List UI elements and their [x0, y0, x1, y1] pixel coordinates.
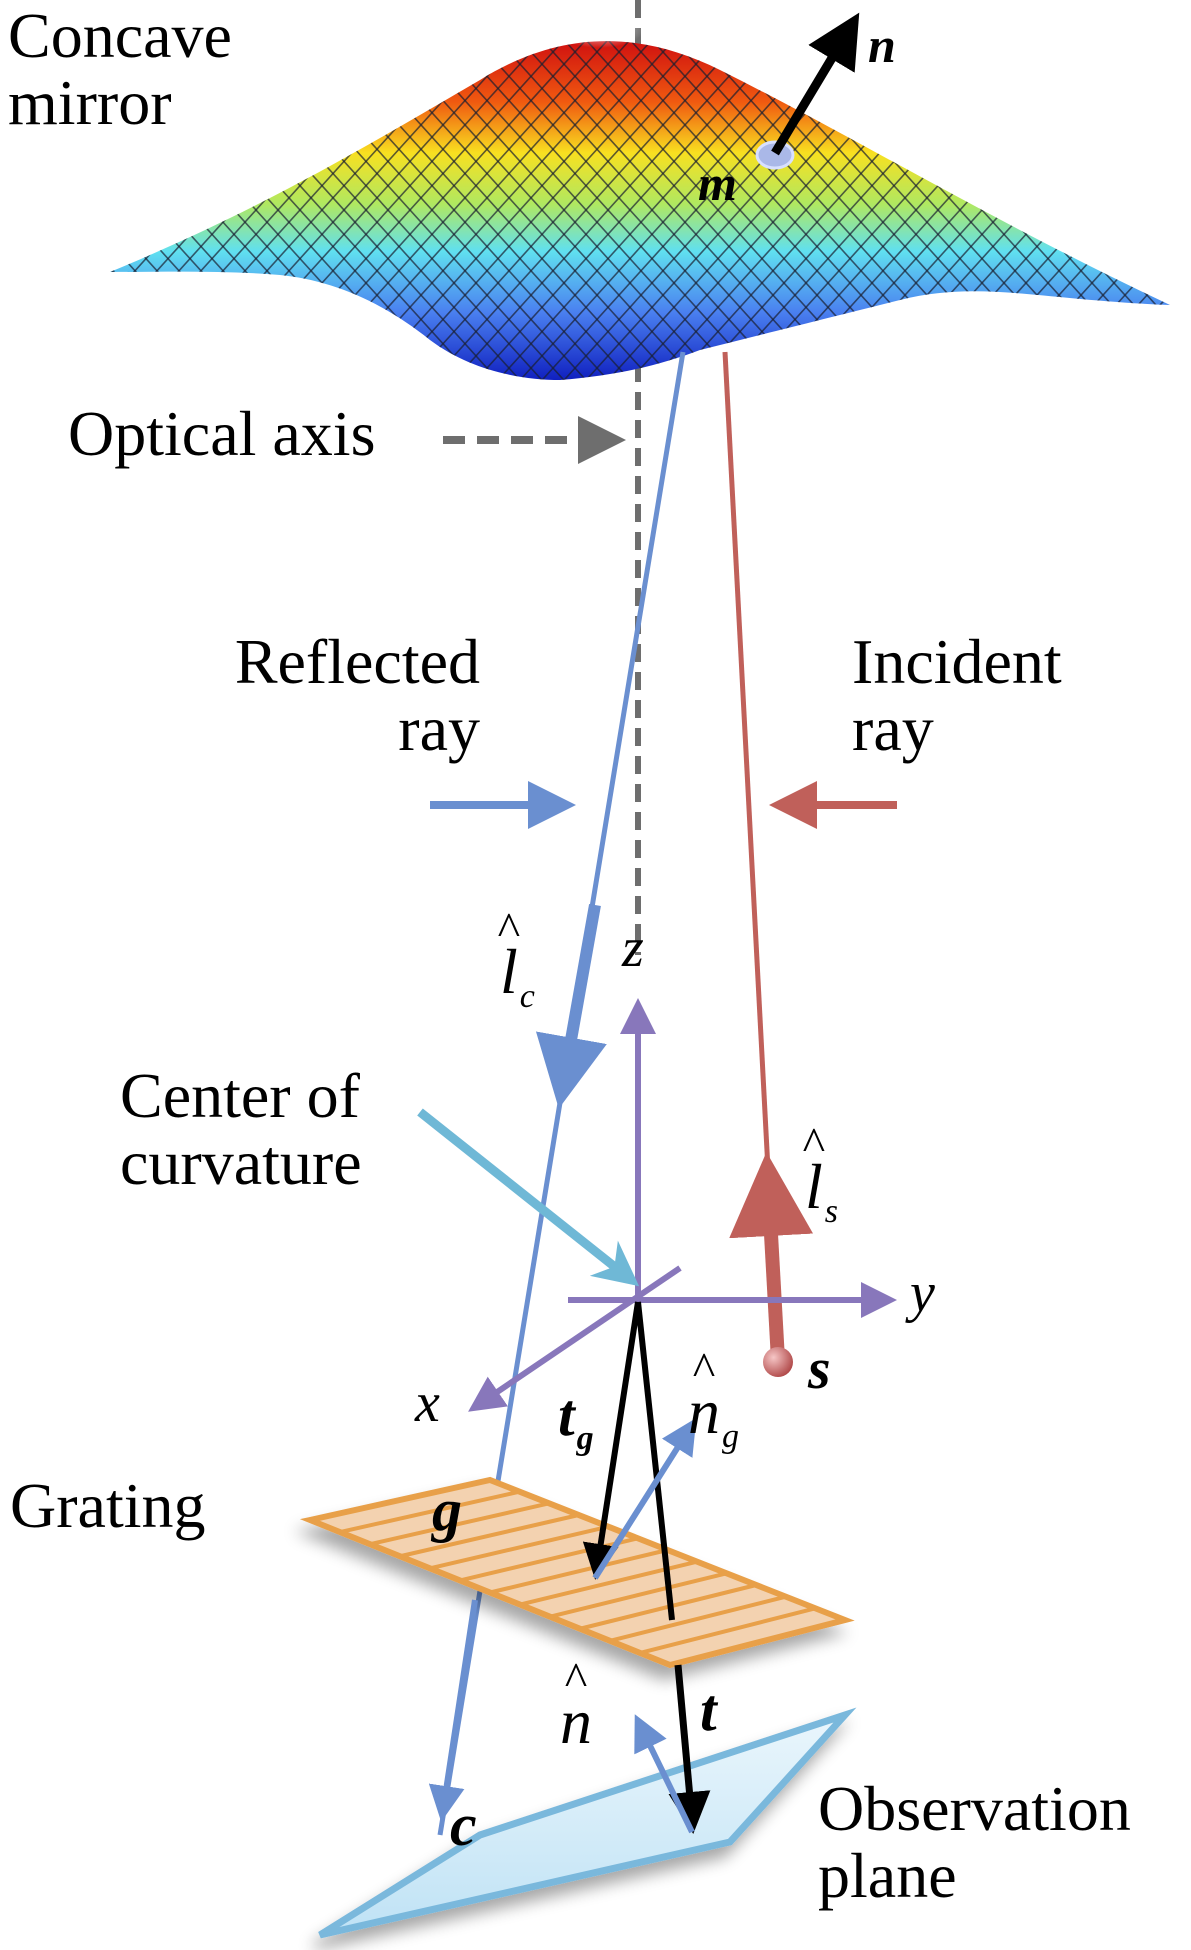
mesh-line [1143, 41, 1170, 380]
mesh-line [989, 41, 1170, 380]
mesh-line [0, 0, 6, 420]
symbol-l-c-subscript: c [519, 978, 535, 1015]
label-grating: Grating [10, 1470, 206, 1541]
label-reflected-ray-line1: Reflected [234, 626, 480, 697]
grating-ruling [369, 1501, 550, 1547]
label-concave-mirror: Concave mirror [8, 0, 232, 139]
label-center-of-curvature: Center of curvature [120, 1060, 362, 1199]
mesh-line [1165, 41, 1170, 380]
hat-glyph: ^ [564, 1653, 588, 1706]
label-observation-plane: Observation plane [818, 1773, 1131, 1912]
mesh-line [1121, 41, 1170, 380]
label-incident-ray: Incident ray [852, 626, 1062, 765]
observation-normal-n [634, 1714, 695, 1834]
symbol-l-hat-s: l^ s [803, 1121, 838, 1229]
reflected-ray-to-c [428, 1599, 478, 1822]
x-axis [468, 1265, 682, 1412]
symbol-n-hat: n^ [560, 1656, 592, 1754]
symbol-g: g [432, 1477, 462, 1543]
point-m-marker [755, 140, 795, 170]
mesh-line [0, 0, 6, 420]
grating-ruling [339, 1489, 521, 1535]
symbol-t: t [700, 1677, 717, 1743]
label-center-of-curvature-line2: curvature [120, 1127, 362, 1199]
label-reflected-ray: Reflected ray [190, 626, 480, 765]
mesh-line [1033, 41, 1170, 380]
mesh-line [1143, 41, 1170, 380]
symbol-t-g: tg [558, 1382, 594, 1456]
symbol-z: z [622, 917, 644, 979]
vector-t [668, 1664, 711, 1834]
mesh-line [967, 41, 1170, 380]
symbol-l-s-base: l [805, 1151, 823, 1222]
symbol-n-g-base: n [688, 1376, 720, 1447]
incident-ray-direction-vector [729, 1152, 814, 1361]
symbol-t-g-base: t [558, 1382, 575, 1448]
reflected-ray-direction-vector [535, 903, 607, 1109]
mesh-line [395, 41, 777, 380]
grating-ruling [609, 1594, 787, 1643]
grating-ruling [489, 1548, 668, 1595]
normal-vector-n [771, 12, 860, 156]
mesh-line [1055, 41, 1170, 380]
hat-glyph: ^ [802, 1118, 826, 1171]
label-concave-mirror-line1: Concave [8, 0, 232, 71]
label-incident-ray-line2: ray [852, 693, 934, 765]
mesh-line [1099, 41, 1170, 380]
mesh-line [1121, 41, 1170, 380]
symbol-x: x [415, 1372, 440, 1434]
symbol-y: y [910, 1262, 935, 1324]
mesh-line [1099, 41, 1170, 380]
symbol-n-hat-g: n^g [688, 1346, 739, 1454]
symbol-m: m [698, 155, 737, 211]
mesh-line [967, 41, 1170, 380]
observation-plane [318, 1707, 857, 1939]
mesh-line [1055, 41, 1170, 380]
mesh-line [989, 41, 1170, 380]
grating-ruling [399, 1513, 580, 1559]
center-of-curvature-pointer [417, 1108, 640, 1287]
label-optical-axis: Optical axis [68, 398, 376, 469]
symbol-t-g-subscript: g [576, 1420, 594, 1457]
grating-ruling [429, 1524, 609, 1571]
mesh-line [1077, 41, 1170, 380]
mesh-line [1011, 41, 1170, 380]
hat-glyph: ^ [497, 903, 521, 956]
mesh-line [945, 41, 1170, 380]
symbol-n: n [868, 17, 896, 73]
label-center-of-curvature-line1: Center of [120, 1060, 360, 1131]
symbol-n-g-subscript: g [722, 1418, 739, 1455]
vector-t-g-right [635, 1301, 675, 1621]
grating-normal-n-g [592, 1417, 697, 1580]
label-observation-plane-line2: plane [818, 1840, 957, 1912]
symbol-l-s-subscript: s [824, 1193, 839, 1230]
vector-t-g-left [582, 1301, 641, 1580]
label-incident-ray-line1: Incident [852, 626, 1062, 697]
grating-ruling [639, 1606, 816, 1655]
mesh-line [945, 41, 1170, 380]
symbol-l-hat-c: l^ c [498, 906, 535, 1014]
grating [299, 1476, 855, 1669]
mesh-line [1011, 41, 1170, 380]
symbol-c: c [450, 1792, 477, 1858]
hat-glyph: ^ [692, 1343, 716, 1396]
symbol-n-hat-base: n [560, 1686, 592, 1757]
source-point-s [763, 1347, 793, 1377]
label-observation-plane-line1: Observation [818, 1773, 1131, 1844]
symbol-l-c-base: l [500, 936, 518, 1007]
label-reflected-ray-line2: ray [398, 693, 480, 765]
mesh-line [1077, 41, 1170, 380]
mesh-line [1033, 41, 1170, 380]
label-concave-mirror-line2: mirror [8, 67, 172, 139]
symbol-s: s [808, 1336, 831, 1401]
mesh-line [1165, 41, 1170, 380]
grating-ruling [549, 1571, 728, 1619]
